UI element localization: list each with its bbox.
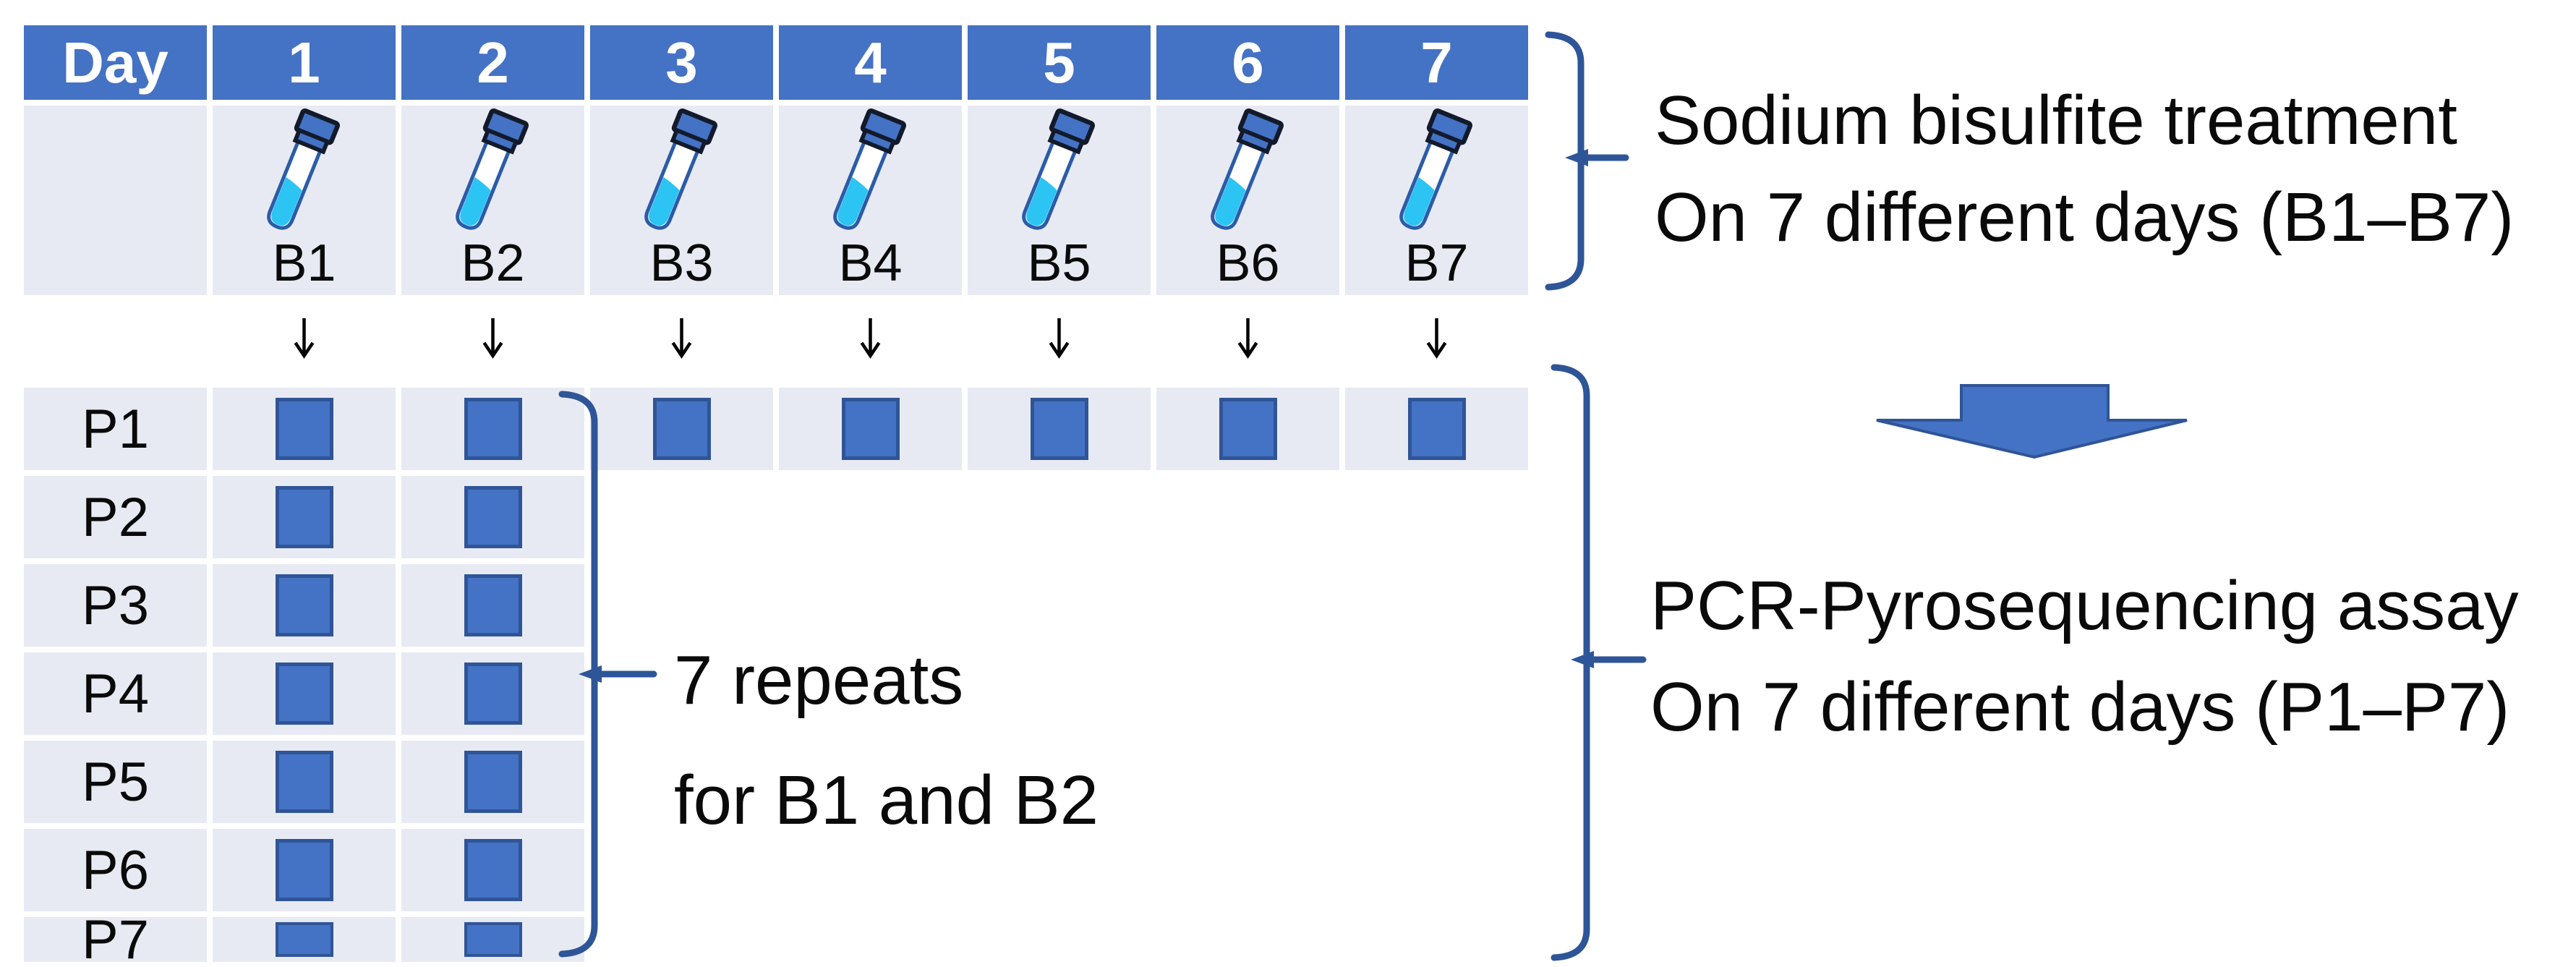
sample-square — [1219, 398, 1277, 460]
p-row-label-p7: P7 — [24, 909, 207, 967]
brace-pcr — [1551, 364, 1647, 961]
tube-cell-b7: B7 — [1345, 106, 1528, 295]
p-row-label-p2: P2 — [24, 476, 207, 558]
p1-square-cell-3 — [590, 388, 773, 470]
sample-square — [275, 922, 333, 957]
test-tube-icon — [832, 108, 906, 230]
sample-square — [275, 398, 333, 460]
down-arrow-icon — [860, 318, 881, 359]
p-row-label-p4: P4 — [24, 652, 207, 735]
p1-square-cell-2 — [401, 388, 584, 470]
sample-square — [464, 751, 522, 813]
sample-square — [1407, 398, 1466, 460]
repeats-annotation-line1: 7 repeats — [674, 642, 964, 719]
test-tube-icon — [1210, 108, 1284, 230]
p6-square-cell-2 — [401, 829, 584, 911]
p1-square-cell-5 — [968, 388, 1151, 470]
sample-square — [275, 839, 333, 901]
p3-square-cell-2 — [401, 564, 584, 647]
sample-square — [464, 398, 522, 460]
sample-square — [275, 751, 333, 813]
test-tube-icon — [266, 108, 340, 230]
tube-label-b2: B2 — [461, 234, 525, 292]
bisulfite-annotation: Sodium bisulfite treatment On 7 differen… — [1655, 72, 2514, 266]
down-arrow-icon — [482, 318, 503, 359]
p6-square-cell-1 — [213, 829, 396, 911]
tube-label-b5: B5 — [1027, 234, 1091, 292]
down-arrow-icon — [671, 318, 692, 359]
day-number-cell-2: 2 — [401, 25, 584, 100]
p2-square-cell-2 — [401, 476, 584, 558]
tube-label-b3: B3 — [649, 234, 714, 292]
bisulfite-annotation-line2: On 7 different days (B1–B7) — [1655, 179, 2515, 256]
p1-square-cell-6 — [1156, 388, 1339, 470]
sample-square — [841, 398, 900, 460]
down-arrow-icon — [294, 318, 315, 359]
tube-label-b7: B7 — [1404, 234, 1469, 292]
p3-square-cell-1 — [213, 564, 396, 647]
repeats-annotation: 7 repeats for B1 and B2 — [674, 621, 1099, 861]
pcr-annotation-line2: On 7 different days (P1–P7) — [1650, 668, 2510, 746]
day-number-cell-3: 3 — [590, 25, 773, 100]
down-arrow-icon — [1426, 318, 1447, 359]
p2-square-cell-1 — [213, 476, 396, 558]
pcr-annotation: PCR-Pyrosequencing assay On 7 different … — [1650, 555, 2519, 758]
p-row-label-p3: P3 — [24, 564, 207, 647]
bisulfite-tube-row: B1 B2 B3 B4 — [24, 106, 1528, 295]
p1-square-cell-4 — [779, 388, 962, 470]
day-number-cell-1: 1 — [213, 25, 396, 100]
empty-cell — [24, 106, 207, 295]
sample-square — [1030, 398, 1088, 460]
pcr-annotation-line1: PCR-Pyrosequencing assay — [1650, 567, 2519, 644]
tube-label-b4: B4 — [838, 234, 903, 292]
p7-square-cell-1 — [213, 917, 396, 962]
day-number-cell-4: 4 — [779, 25, 962, 100]
test-tube-icon — [1399, 108, 1472, 230]
repeats-annotation-line2: for B1 and B2 — [674, 762, 1099, 839]
bisulfite-annotation-line1: Sodium bisulfite treatment — [1655, 82, 2457, 159]
test-tube-icon — [1021, 108, 1095, 230]
p-row-label-p1: P1 — [24, 388, 207, 470]
p5-square-cell-1 — [213, 741, 396, 823]
p1-square-cell-7 — [1345, 388, 1528, 470]
sample-square — [464, 922, 522, 957]
tube-cell-b6: B6 — [1156, 106, 1339, 295]
day-number-cell-6: 6 — [1156, 25, 1339, 100]
p1-square-cell-1 — [213, 388, 396, 470]
sample-square — [275, 486, 333, 548]
sample-square — [464, 486, 522, 548]
big-down-arrow-icon — [1876, 384, 2188, 459]
tube-label-b6: B6 — [1216, 234, 1280, 292]
down-arrow-icon — [1049, 318, 1070, 359]
tube-cell-b5: B5 — [968, 106, 1151, 295]
test-tube-icon — [644, 108, 717, 230]
tube-label-b1: B1 — [272, 234, 336, 292]
test-tube-icon — [455, 108, 529, 230]
brace-bisulfite — [1545, 31, 1629, 291]
sample-square — [464, 574, 522, 636]
day-header-cell: Day — [24, 25, 207, 100]
day-number-cell-7: 7 — [1345, 25, 1528, 100]
sample-square — [275, 663, 333, 725]
tube-cell-b1: B1 — [213, 106, 396, 295]
tube-cell-b4: B4 — [779, 106, 962, 295]
sample-square — [652, 398, 711, 460]
down-arrow-icon — [1237, 318, 1258, 359]
sample-square — [275, 574, 333, 636]
tube-cell-b2: B2 — [401, 106, 584, 295]
p4-square-cell-1 — [213, 652, 396, 735]
tube-cell-b3: B3 — [590, 106, 773, 295]
sample-square — [464, 839, 522, 901]
sample-square — [464, 663, 522, 725]
p-row-label-p5: P5 — [24, 741, 207, 823]
p5-square-cell-2 — [401, 741, 584, 823]
p4-square-cell-2 — [401, 652, 584, 735]
pyro-table-row-p1: P1 — [24, 388, 1528, 470]
p7-square-cell-2 — [401, 917, 584, 962]
p-row-label-p6: P6 — [24, 829, 207, 911]
day-number-cell-5: 5 — [968, 25, 1151, 100]
